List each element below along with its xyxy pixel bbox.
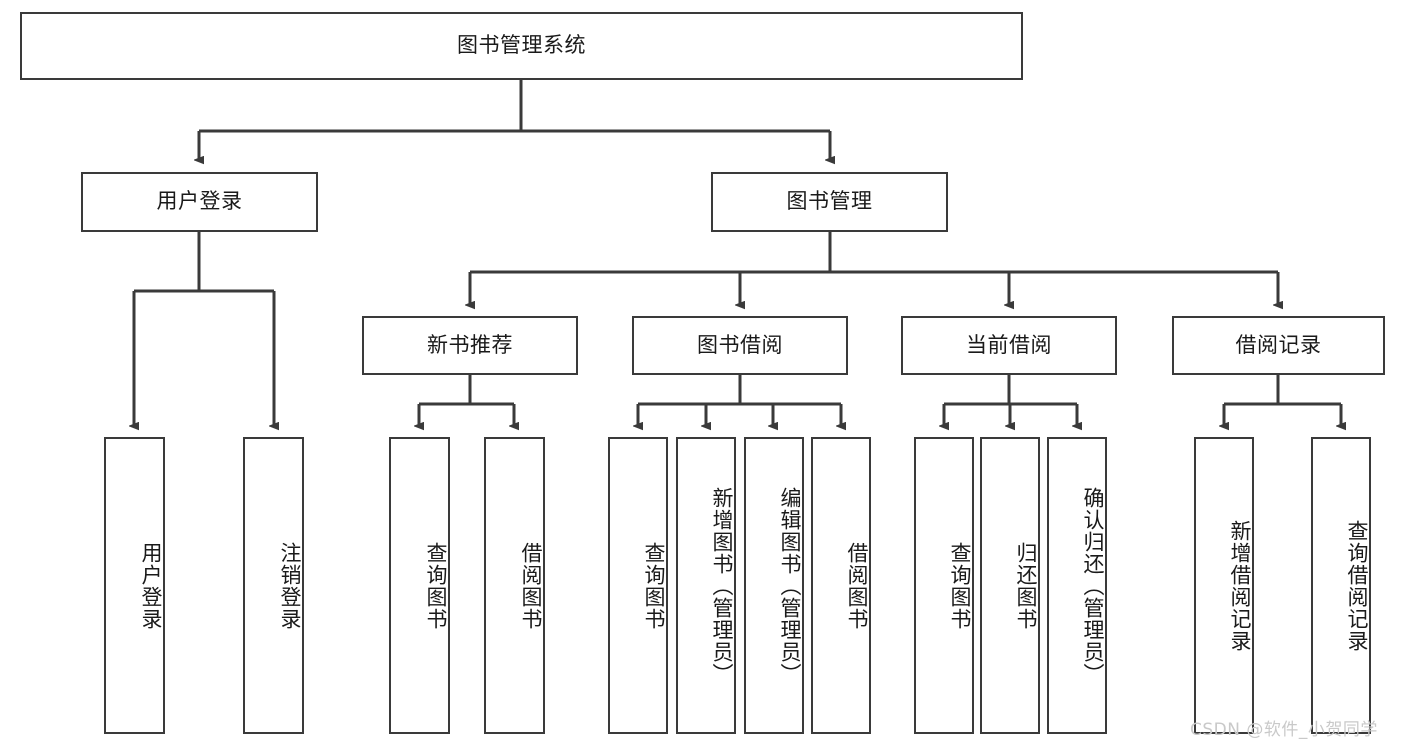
node-borrow-record-label: 借阅记录 <box>1235 332 1322 357</box>
node-user-login-label: 用户登录 <box>156 189 243 214</box>
node-leaf-add-record[interactable]: 新增借阅记录 <box>1194 437 1254 734</box>
node-leaf-user-login-label: 用户登录 <box>139 541 163 630</box>
node-leaf-add-record-label: 新增借阅记录 <box>1228 519 1252 652</box>
node-leaf-user-login[interactable]: 用户登录 <box>104 437 165 734</box>
node-leaf-query-record[interactable]: 查询借阅记录 <box>1311 437 1371 734</box>
node-root-label: 图书管理系统 <box>457 33 586 58</box>
node-root[interactable]: 图书管理系统 <box>20 12 1023 80</box>
node-leaf-borrow-book-1-label: 借阅图书 <box>519 541 543 630</box>
node-leaf-logout-label: 注销登录 <box>278 541 302 630</box>
node-book-borrow[interactable]: 图书借阅 <box>632 316 848 375</box>
node-leaf-confirm-return-label: 确认归还（管理员） <box>1081 486 1105 685</box>
node-leaf-query-book-3-label: 查询图书 <box>948 541 972 630</box>
node-leaf-return-book[interactable]: 归还图书 <box>980 437 1040 734</box>
node-current-borrow[interactable]: 当前借阅 <box>901 316 1117 375</box>
node-leaf-borrow-book-2[interactable]: 借阅图书 <box>811 437 871 734</box>
node-leaf-query-book-2[interactable]: 查询图书 <box>608 437 668 734</box>
node-new-book-recommend[interactable]: 新书推荐 <box>362 316 578 375</box>
node-leaf-return-book-label: 归还图书 <box>1014 541 1038 630</box>
node-leaf-edit-book-label: 编辑图书（管理员） <box>778 486 802 685</box>
node-book-borrow-label: 图书借阅 <box>697 332 783 357</box>
node-leaf-borrow-book-2-label: 借阅图书 <box>845 541 869 630</box>
node-book-management-label: 图书管理 <box>786 189 873 214</box>
node-borrow-record[interactable]: 借阅记录 <box>1172 316 1385 375</box>
node-book-management[interactable]: 图书管理 <box>711 172 948 232</box>
node-current-borrow-label: 当前借阅 <box>966 332 1052 357</box>
node-leaf-add-book[interactable]: 新增图书（管理员） <box>676 437 736 734</box>
node-leaf-query-record-label: 查询借阅记录 <box>1345 519 1369 652</box>
node-leaf-query-book-3[interactable]: 查询图书 <box>914 437 974 734</box>
node-new-book-recommend-label: 新书推荐 <box>427 332 513 357</box>
node-leaf-logout[interactable]: 注销登录 <box>243 437 304 734</box>
node-leaf-query-book-1[interactable]: 查询图书 <box>389 437 450 734</box>
node-leaf-add-book-label: 新增图书（管理员） <box>710 486 734 685</box>
node-leaf-query-book-2-label: 查询图书 <box>642 541 666 630</box>
node-leaf-edit-book[interactable]: 编辑图书（管理员） <box>744 437 804 734</box>
node-user-login[interactable]: 用户登录 <box>81 172 318 232</box>
node-leaf-borrow-book-1[interactable]: 借阅图书 <box>484 437 545 734</box>
node-leaf-confirm-return[interactable]: 确认归还（管理员） <box>1047 437 1107 734</box>
node-leaf-query-book-1-label: 查询图书 <box>424 541 448 630</box>
